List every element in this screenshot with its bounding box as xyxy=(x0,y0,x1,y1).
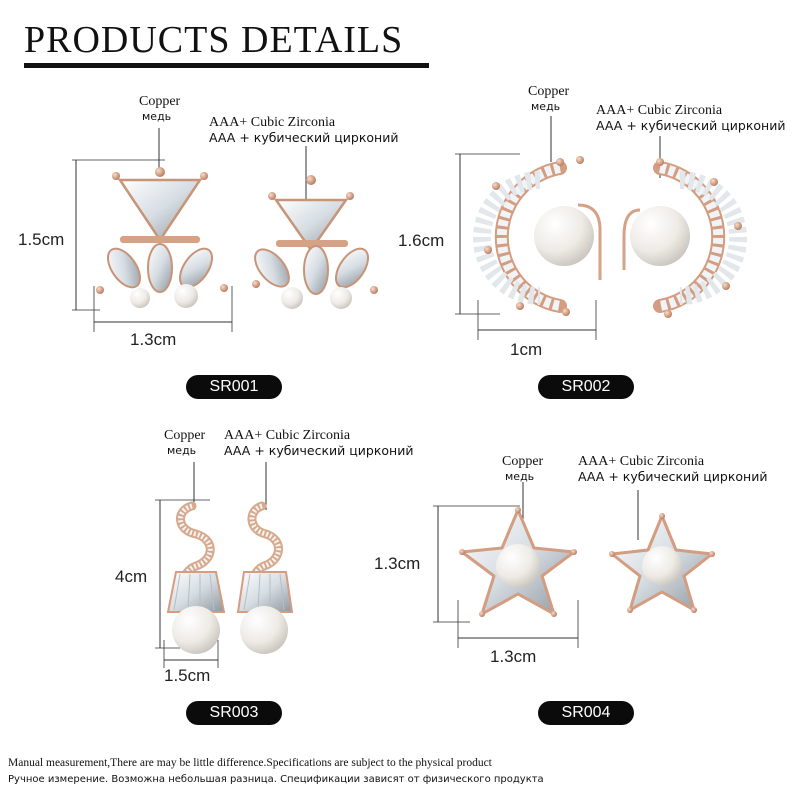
copper-label-ru: медь xyxy=(142,110,172,123)
title-underline xyxy=(24,63,429,68)
zirconia-label-ru: AAA + кубический цирконий xyxy=(209,130,399,145)
height-label: 1.5cm xyxy=(18,230,65,249)
height-label: 1.3cm xyxy=(374,554,421,573)
earring-sr004 xyxy=(433,482,715,648)
copper-label-ru: медь xyxy=(531,100,561,113)
footer-note-en: Manual measurement,There are may be litt… xyxy=(8,757,492,769)
copper-label-ru: медь xyxy=(505,470,535,483)
product-code-badge: SR001 xyxy=(186,375,282,399)
product-code-badge: SR002 xyxy=(538,375,634,399)
earring-sr002 xyxy=(455,116,747,340)
width-label: 1cm xyxy=(510,340,543,359)
copper-label-en: Copper xyxy=(164,428,206,443)
copper-label-en: Copper xyxy=(502,454,544,469)
copper-label-en: Copper xyxy=(139,94,181,109)
height-label: 1.6cm xyxy=(398,231,445,250)
product-code-badge: SR004 xyxy=(538,701,634,725)
width-label: 1.5cm xyxy=(164,666,211,685)
earring-sr003 xyxy=(155,462,294,668)
zirconia-label-en: AAA+ Cubic Zirconia xyxy=(596,103,723,118)
zirconia-label-en: AAA+ Cubic Zirconia xyxy=(209,115,336,130)
width-label: 1.3cm xyxy=(490,647,537,666)
footer-note-ru: Ручное измерение. Возможна небольшая раз… xyxy=(8,774,544,785)
copper-label-en: Copper xyxy=(528,84,570,99)
page-title: PRODUCTS DETAILS xyxy=(24,19,404,61)
zirconia-label-ru: AAA + кубический цирконий xyxy=(596,118,786,133)
zirconia-label-en: AAA+ Cubic Zirconia xyxy=(224,428,351,443)
product-code-badge: SR003 xyxy=(186,701,282,725)
width-label: 1.3cm xyxy=(130,330,177,349)
zirconia-label-ru: AAA + кубический цирконий xyxy=(578,469,768,484)
height-label: 4cm xyxy=(115,567,148,586)
zirconia-label-ru: AAA + кубический цирконий xyxy=(224,443,414,458)
earring-sr001 xyxy=(72,128,378,332)
zirconia-label-en: AAA+ Cubic Zirconia xyxy=(578,454,705,469)
copper-label-ru: медь xyxy=(167,444,197,457)
